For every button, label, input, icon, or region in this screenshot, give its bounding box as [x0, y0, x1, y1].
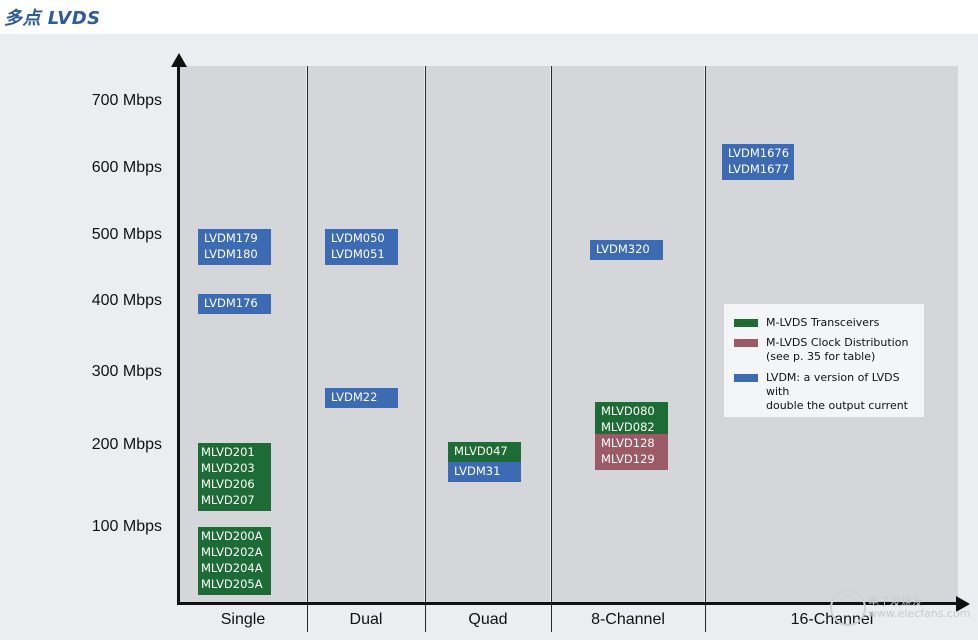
part-number: LVDM22 — [331, 390, 378, 404]
part-number: LVDM179 — [204, 231, 258, 245]
column-panel — [308, 66, 424, 602]
part-number: LVDM320 — [596, 242, 650, 256]
y-tick-label: 400 Mbps — [91, 292, 162, 309]
y-tick-label: 500 Mbps — [91, 226, 162, 243]
part-number: LVDM1676 — [728, 146, 790, 160]
part-number: LVDM1677 — [728, 162, 790, 176]
part-box: LVDM320 — [590, 240, 663, 260]
part-number: LVDM180 — [204, 247, 258, 261]
x-tick-label: Dual — [349, 611, 383, 628]
part-number: MLVD205A — [201, 577, 263, 591]
part-number: MLVD200A — [201, 529, 263, 543]
x-tick-label: 8-Channel — [591, 611, 665, 628]
part-number: MLVD082 — [601, 420, 655, 434]
legend-label: M-LVDS Transceivers — [766, 316, 880, 329]
legend-label: M-LVDS Clock Distribution (see p. 35 for… — [766, 336, 909, 363]
column-divider — [307, 66, 308, 632]
y-axis-arrow-icon — [171, 53, 187, 67]
part-number: LVDM31 — [454, 464, 501, 478]
y-tick-label: 100 Mbps — [91, 518, 162, 535]
x-tick-label: Quad — [468, 611, 508, 628]
y-tick-label: 600 Mbps — [91, 159, 162, 176]
part-number: MLVD203 — [201, 461, 255, 475]
x-tick-label: Single — [220, 611, 266, 628]
legend-swatch — [734, 319, 758, 327]
part-number: MLVD204A — [201, 561, 263, 575]
part-number: MLVD202A — [201, 545, 263, 559]
part-number: LVDM050 — [331, 231, 385, 245]
legend-swatch — [734, 339, 758, 347]
part-box: MLVD047 — [448, 442, 521, 462]
y-axis — [177, 64, 180, 605]
y-tick-label: 700 Mbps — [91, 92, 162, 109]
x-axis-arrow-icon — [956, 596, 970, 612]
legend-label: LVDM: a version of LVDS with double the … — [766, 371, 908, 412]
column-divider — [705, 66, 706, 632]
part-number: MLVD201 — [201, 445, 255, 459]
y-tick-label: 200 Mbps — [91, 436, 162, 453]
watermark-text: 电子发烧友 www.elecfans.com — [868, 595, 971, 620]
part-box: LVDM22 — [325, 388, 398, 408]
part-number: MLVD129 — [601, 452, 655, 466]
page-title: 多点 LVDS — [4, 8, 101, 29]
column-panel — [180, 66, 306, 602]
part-number: LVDM176 — [204, 296, 258, 310]
part-number: MLVD207 — [201, 493, 255, 507]
part-box: MLVD200A MLVD202A MLVD204A MLVD205A — [198, 527, 271, 595]
header-bar: 多点 LVDS — [0, 0, 978, 34]
part-number: LVDM051 — [331, 247, 385, 261]
column-panel — [426, 66, 550, 602]
column-divider — [551, 66, 552, 632]
part-number: MLVD080 — [601, 404, 655, 418]
x-axis — [177, 602, 957, 605]
part-number: MLVD047 — [454, 444, 508, 458]
legend: M-LVDS Transceivers M-LVDS Clock Distrib… — [724, 304, 924, 417]
part-number: MLVD128 — [601, 436, 655, 450]
watermark-logo-icon — [830, 590, 866, 626]
part-box: LVDM176 — [198, 294, 271, 314]
part-number: MLVD206 — [201, 477, 255, 491]
legend-swatch — [734, 374, 758, 382]
part-box: LVDM31 — [448, 462, 521, 482]
column-divider — [425, 66, 426, 632]
y-tick-label: 300 Mbps — [91, 363, 162, 380]
column-panel — [552, 66, 704, 602]
